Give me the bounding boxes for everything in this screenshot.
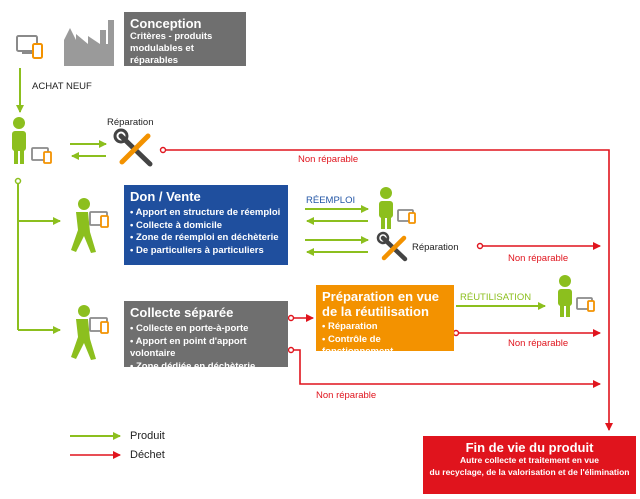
non-reparable-label-4: Non réparable bbox=[316, 390, 377, 401]
list-item: Apport en point d'apport volontaire bbox=[130, 336, 282, 361]
conception-title: Conception bbox=[130, 16, 202, 31]
fin-de-vie-box: Fin de vie du produit Autre collecte et … bbox=[423, 436, 636, 494]
fin-de-vie-line2: du recyclage, de la valorisation et de l… bbox=[429, 466, 630, 477]
reutilisation-label: RÉUTILISATION bbox=[460, 292, 532, 303]
conception-box: Conception Critères - produits modulable… bbox=[124, 12, 246, 66]
preparation-box: Préparation en vue de la réutilisation R… bbox=[316, 285, 454, 357]
non-reparable-label-3: Non réparable bbox=[508, 338, 569, 349]
collecte-list: Collecte en porte-à-porte Apport en poin… bbox=[130, 323, 282, 373]
collecte-box: Collecte séparée Collecte en porte-à-por… bbox=[124, 301, 288, 372]
reparation-mid-label: Réparation bbox=[412, 242, 459, 253]
non-reparable-label-1: Non réparable bbox=[298, 154, 359, 165]
person-icon bbox=[12, 117, 26, 164]
list-item: Zone de réemploi en déchèterie bbox=[130, 232, 282, 245]
don-vente-box: Don / Vente Apport en structure de réemp… bbox=[124, 185, 288, 265]
achat-neuf-label: ACHAT NEUF bbox=[32, 81, 92, 92]
arrow-non-reparable-top bbox=[165, 149, 613, 431]
don-vente-list: Apport en structure de réemploi Collecte… bbox=[130, 207, 282, 257]
don-vente-title: Don / Vente bbox=[130, 189, 201, 204]
list-item: De particuliers à particuliers bbox=[130, 245, 282, 258]
conception-line1: Critères - produits bbox=[130, 31, 213, 42]
list-item: Collecte à domicile bbox=[130, 220, 282, 233]
preparation-list: Réparation Contrôle de fonctionnement bbox=[322, 321, 448, 359]
list-item: Contrôle de fonctionnement bbox=[322, 334, 448, 359]
legend-produit-label: Produit bbox=[130, 430, 165, 442]
factory-icon bbox=[64, 20, 114, 66]
fin-de-vie-title: Fin de vie du produit bbox=[465, 440, 594, 455]
list-item: Collecte en porte-à-porte bbox=[130, 323, 282, 336]
person-icon bbox=[379, 187, 393, 229]
device-icon bbox=[31, 147, 52, 164]
device-icon bbox=[576, 297, 595, 312]
preparation-title-1: Préparation en vue bbox=[322, 289, 440, 304]
reemploi-label: RÉEMPLOI bbox=[306, 195, 356, 206]
person-icon bbox=[558, 275, 572, 317]
walking-person-icon bbox=[71, 305, 96, 360]
fin-de-vie-line1: Autre collecte et traitement en vue bbox=[460, 455, 599, 465]
tools-icon bbox=[113, 128, 153, 167]
walking-person-icon bbox=[71, 198, 96, 253]
preparation-title-2: de la réutilisation bbox=[322, 304, 429, 319]
legend-dechet-label: Déchet bbox=[130, 449, 165, 461]
list-item: Réparation bbox=[322, 321, 448, 334]
arrow-collecte-direct bbox=[293, 349, 601, 388]
device-icon bbox=[16, 35, 43, 59]
device-icon bbox=[89, 317, 109, 334]
conception-line2: modulables et réparables bbox=[130, 43, 194, 66]
list-item: Apport en structure de réemploi bbox=[130, 207, 282, 220]
reparation-top-label: Réparation bbox=[107, 117, 154, 128]
tools-icon bbox=[376, 231, 408, 262]
collecte-title: Collecte séparée bbox=[130, 305, 234, 320]
device-icon bbox=[89, 211, 109, 228]
list-item: Zone dédiée en déchèterie bbox=[130, 361, 282, 374]
device-icon bbox=[397, 209, 416, 224]
non-reparable-label-2: Non réparable bbox=[508, 253, 569, 264]
